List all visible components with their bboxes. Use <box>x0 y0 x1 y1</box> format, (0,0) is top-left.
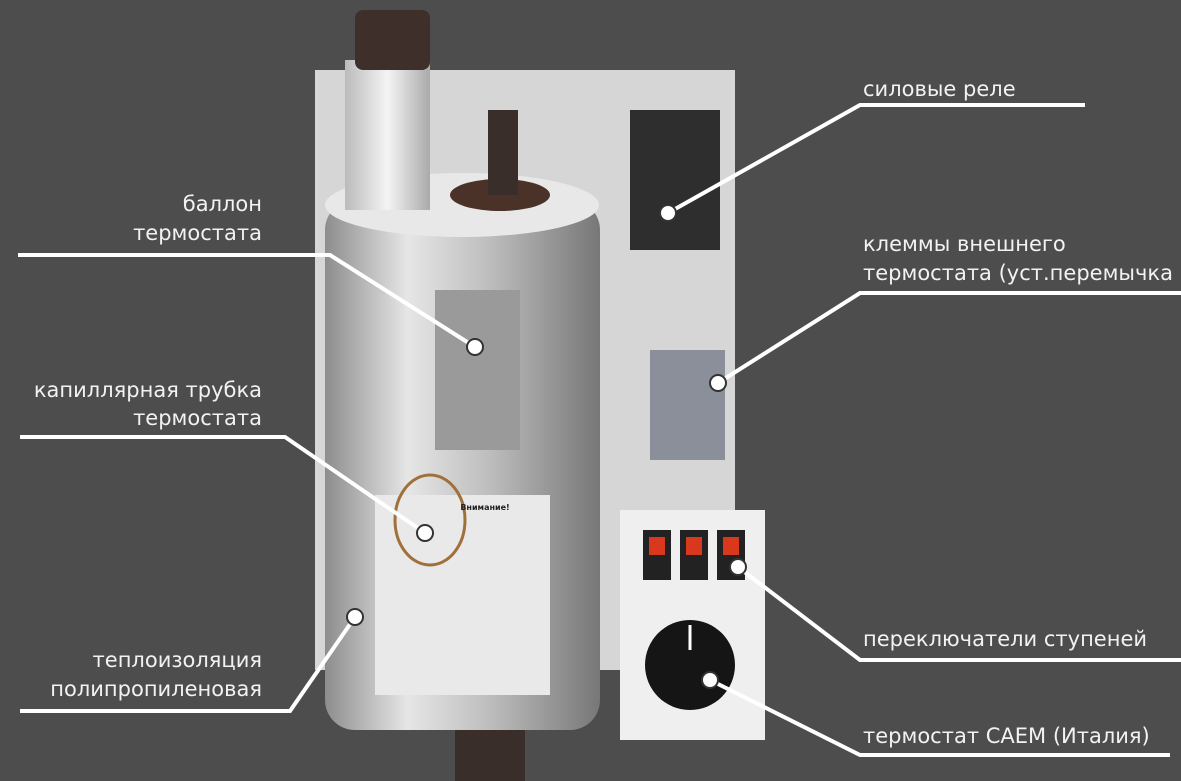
label-step-switches: переключатели ступеней <box>863 627 1148 651</box>
label-terminals-2: термостата (уст.перемычка <box>863 261 1173 285</box>
pipe-cap <box>355 10 430 70</box>
top-pipe <box>345 60 430 210</box>
step-switches <box>643 530 745 580</box>
label-terminals-1: клеммы внешнего <box>863 232 1066 256</box>
label-bulb-2: термостата <box>133 221 262 245</box>
label-power-relays: силовые реле <box>863 77 1016 101</box>
relay-block <box>630 110 720 250</box>
label-capillary-2: термостата <box>133 406 262 430</box>
bottom-pipe <box>455 720 525 781</box>
terminal-block <box>650 350 725 460</box>
label-thermostat: термостат CAEM (Италия) <box>863 724 1150 748</box>
pointer-dots <box>346 204 747 689</box>
label-capillary-1: капиллярная трубка <box>33 378 262 402</box>
warning-sticker <box>375 495 550 695</box>
label-insulation-2: полипропиленовая <box>50 677 262 701</box>
leader-lines <box>18 103 1181 757</box>
label-bulb-1: баллон <box>182 192 262 216</box>
warning-title: Внимание! <box>460 503 510 512</box>
label-insulation-1: теплоизоляция <box>92 648 262 672</box>
